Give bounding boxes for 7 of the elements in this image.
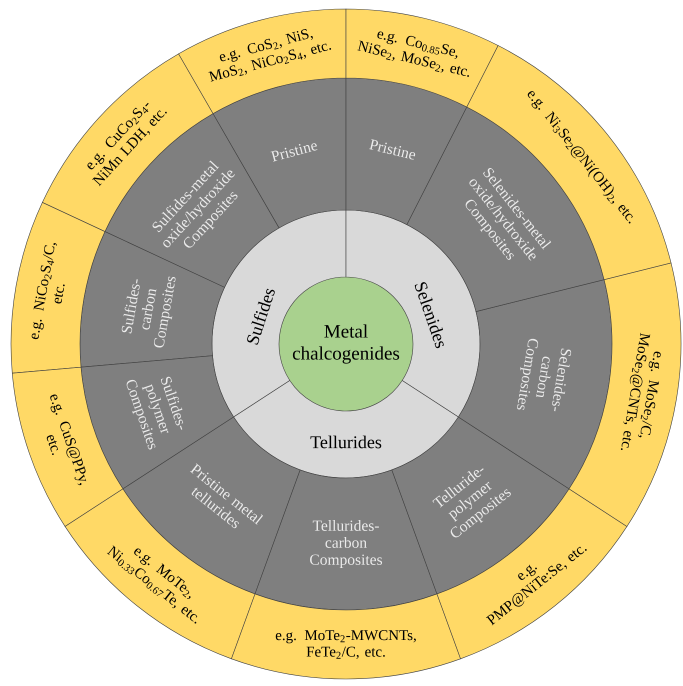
example-segment: e.g. MoTe$_{2}$-MWCNTs, FeTe$_{2}$/C, etc. bbox=[231, 594, 461, 680]
node-label: e.g. MoTe$_{2}$-MWCNTs, FeTe$_{2}$/C, etc. bbox=[276, 630, 416, 659]
node-label: e.g. MoSe$_{2}$/C, MoSe$_{2}$@CNTs, etc. bbox=[620, 332, 661, 450]
category-segment: Tellurides bbox=[233, 380, 459, 478]
example-segment: e.g. NiCo$_{2}$S$_{4}$/C, etc. bbox=[10, 202, 106, 374]
example-segment: e.g. Co$_{0.85}$Se, NiSe$_{2}$, MoSe$_{2}$, etc. bbox=[346, 8, 498, 108]
example-segment: e.g. CoS$_{2}$, NiS, MoS$_{2}$, NiCo$_{2}$S$_{4}$, etc. bbox=[178, 8, 346, 114]
